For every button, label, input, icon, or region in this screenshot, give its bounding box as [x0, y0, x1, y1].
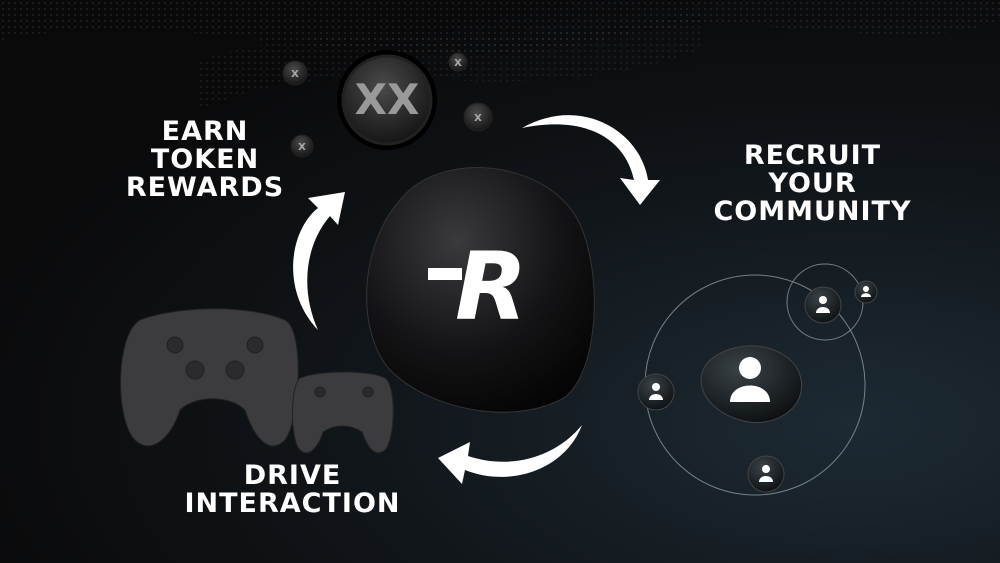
label-line: TOKEN	[150, 144, 260, 175]
svg-text:XX: XX	[355, 75, 420, 124]
label-earn-token-rewards: EARN TOKEN REWARDS	[95, 118, 315, 202]
arrow-top-right	[522, 115, 660, 205]
svg-text:X: X	[298, 142, 306, 153]
label-line: REWARDS	[125, 172, 285, 203]
svg-text:X: X	[474, 113, 482, 124]
label-recruit-your-community: RECRUIT YOUR COMMUNITY	[680, 142, 945, 226]
community-bubbles	[637, 280, 878, 493]
svg-text:X: X	[291, 69, 299, 80]
token-coin-small	[282, 52, 493, 158]
arrow-left	[293, 192, 345, 330]
center-logo-letter: R	[455, 233, 528, 342]
label-drive-interaction: DRIVE INTERACTION	[150, 462, 435, 518]
center-r-logo-bar	[428, 268, 462, 280]
user-icons	[649, 286, 871, 482]
game-controller-small	[292, 371, 394, 454]
label-line: INTERACTION	[184, 488, 401, 519]
cycle-arrows	[293, 115, 660, 484]
center-blob	[366, 167, 595, 413]
label-line: RECRUIT	[743, 140, 882, 171]
dotted-wave-background	[0, 0, 1000, 56]
label-line: DRIVE	[243, 460, 342, 491]
label-line: COMMUNITY	[713, 196, 912, 227]
game-controller-large	[120, 308, 299, 447]
label-line: EARN	[161, 116, 249, 147]
token-coin-main: XX	[337, 50, 437, 150]
svg-text:X: X	[454, 58, 462, 69]
label-line: YOUR	[768, 168, 857, 199]
arrow-bottom	[438, 425, 582, 484]
